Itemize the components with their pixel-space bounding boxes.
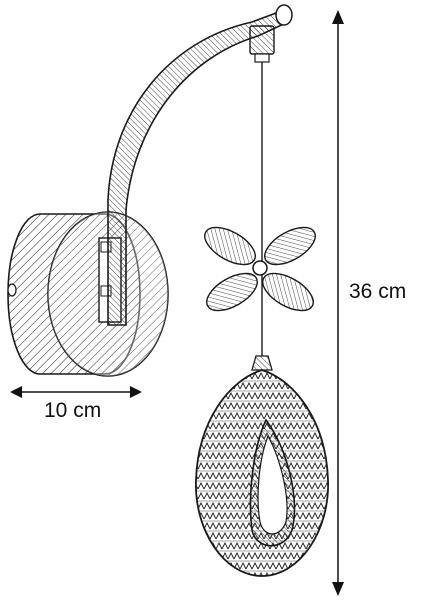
teardrop-shade bbox=[195, 369, 329, 577]
flower-ornament bbox=[204, 226, 316, 312]
curved-arm bbox=[107, 4, 293, 326]
height-dimension-label: 36 cm bbox=[349, 280, 407, 303]
width-dimension-label: 10 cm bbox=[44, 399, 102, 422]
height-dimension-arrow bbox=[332, 10, 344, 596]
arm-end-cap bbox=[275, 4, 293, 26]
wall-plate bbox=[7, 211, 169, 377]
width-dimension-arrow bbox=[10, 386, 142, 398]
screw-icon bbox=[7, 283, 17, 297]
socket-cap bbox=[249, 25, 275, 63]
shade-connector bbox=[251, 355, 273, 371]
